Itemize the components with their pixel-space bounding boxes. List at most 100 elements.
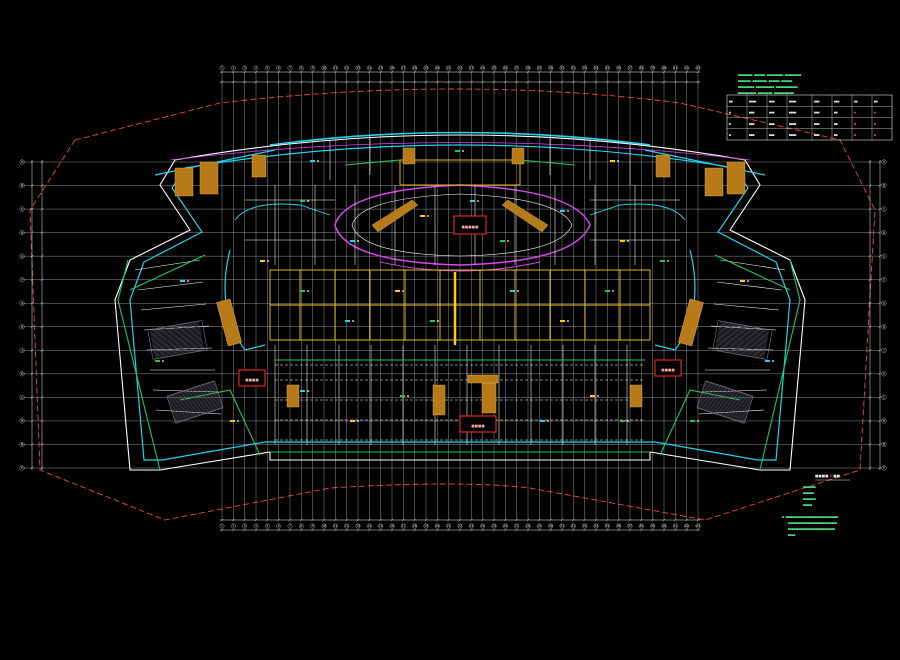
general-notes-bottom: ■ ■■■■■■■■■■■■■■■■■■■■■■■■■■■■■ ■■■■■■■■… xyxy=(782,515,838,537)
hatch-line xyxy=(714,349,765,359)
dim-tick xyxy=(628,70,632,74)
grid-row-label-right: A xyxy=(883,160,885,164)
hatch-line xyxy=(705,381,753,398)
hatch-line xyxy=(696,407,745,424)
table-header-cell: ■■■■ xyxy=(749,99,756,103)
dim-tick xyxy=(265,80,269,84)
table-header-cell: ■■■ xyxy=(834,99,840,103)
room-tag-dot xyxy=(517,290,519,292)
dim-tick xyxy=(40,372,44,376)
dim-tick xyxy=(878,231,882,234)
room-tag xyxy=(300,290,305,292)
room-tag-dot xyxy=(162,360,164,362)
room-tag xyxy=(395,290,400,292)
grid-col-label-bottom: 13 xyxy=(356,524,360,528)
room-tag-dot xyxy=(617,160,619,162)
grid-col-label-top: 27 xyxy=(515,66,519,70)
dim-tick xyxy=(878,301,882,305)
grid-col-bubble-bottom xyxy=(434,523,440,529)
grid-col-label-top: 31 xyxy=(560,66,564,70)
table-cell: ■■■ xyxy=(814,122,820,126)
table-header-cell: ■■■ xyxy=(769,99,775,103)
grid-row-label-right: M xyxy=(883,419,885,423)
hatch-line xyxy=(154,347,204,357)
grid-col-label-top: 39 xyxy=(651,66,655,70)
dim-tick xyxy=(277,528,281,532)
room-tag-dot xyxy=(307,290,309,292)
dim-tick xyxy=(481,70,485,74)
grid-col-bubble-bottom xyxy=(400,523,406,529)
grid-col-bubble-bottom xyxy=(548,523,554,529)
grid-col-label-top: 23 xyxy=(469,66,473,70)
dim-tick xyxy=(503,518,507,522)
wing-wall xyxy=(146,347,213,351)
grid-col-bubble-top xyxy=(491,65,497,71)
legend-notes: ■■■■■■■ ■■■■■■ ■■■■■■■ ■■■■■ xyxy=(803,485,816,507)
hatch-line xyxy=(170,390,218,407)
hatch-line xyxy=(151,328,201,338)
table-header-cell: ■■■■ xyxy=(789,99,796,103)
grid-col-label-top: 20 xyxy=(435,66,439,70)
grid-col-label-bottom: 42 xyxy=(685,524,689,528)
grid-col-bubble-bottom xyxy=(604,523,610,529)
dim-tick xyxy=(30,466,34,470)
table-cell: ■■■ xyxy=(769,122,775,126)
hatch-line xyxy=(704,383,753,400)
hatch-line xyxy=(716,342,766,352)
table-cell: ■ xyxy=(729,133,731,137)
grid-col-label-bottom: 36 xyxy=(617,524,621,528)
dim-tick xyxy=(30,396,34,399)
dim-tick xyxy=(40,419,44,423)
table-cell: ■■ xyxy=(834,111,838,115)
building-outline xyxy=(114,131,806,471)
table-cell: ■■ xyxy=(834,122,838,126)
dim-tick xyxy=(594,70,598,74)
grid-col-label-bottom: 14 xyxy=(367,524,371,528)
grid-col-label-bottom: 17 xyxy=(401,524,405,528)
grid-row-label-left: A xyxy=(21,160,23,164)
hatch-line xyxy=(151,331,202,341)
dim-tick xyxy=(549,528,553,532)
dim-tick xyxy=(322,528,326,532)
table-header-cell: ■■ xyxy=(874,99,878,103)
hatch-line xyxy=(168,384,216,401)
grid-col-bubble-top xyxy=(242,65,248,71)
hatch-line xyxy=(151,329,201,339)
dim-tick xyxy=(560,80,564,84)
table-cell: ■ xyxy=(729,111,731,115)
grid-col-label-bottom: 15 xyxy=(379,524,383,528)
hatch-line xyxy=(150,322,200,332)
room-tag xyxy=(540,420,545,422)
grid-col-label-bottom: 9 xyxy=(312,524,314,528)
grid-col-bubble-top xyxy=(536,65,542,71)
dim-tick xyxy=(390,518,394,522)
room-tag xyxy=(605,290,610,292)
grid-col-bubble-top xyxy=(423,65,429,71)
table-header-cell: ■■ xyxy=(729,99,733,103)
grid-col-label-top: 5 xyxy=(266,66,268,70)
dim-tick xyxy=(413,80,417,84)
hatch-line xyxy=(718,328,768,338)
red-label-bottom: ■■■■ xyxy=(459,415,497,433)
dim-tick xyxy=(254,80,258,84)
hatch-line xyxy=(150,323,200,333)
room-tag xyxy=(610,160,615,162)
dim-tick xyxy=(458,70,462,74)
grid-col-label-top: 10 xyxy=(322,66,326,70)
grid-row-label-right: P xyxy=(883,466,885,470)
room-tag-dot xyxy=(697,420,699,422)
room-tag-dot xyxy=(307,200,309,202)
hatch-line xyxy=(697,406,745,423)
room-tag xyxy=(560,320,565,322)
hatch-line xyxy=(715,346,765,356)
grid-col-label-bottom: 30 xyxy=(549,524,553,528)
schedule-table: ■■■■■■■■■■■■■■■■■■■■■■■■■■■■■■■■■■■■■■■■… xyxy=(726,94,893,141)
room-tag-dot xyxy=(667,260,669,262)
room-tag-dot xyxy=(427,215,429,217)
dim-tick xyxy=(435,80,439,84)
dim-tick xyxy=(878,325,882,329)
dim-tick xyxy=(379,70,383,74)
grid-row-bubble-right xyxy=(881,324,887,330)
grid-row-label-right: D xyxy=(883,231,885,235)
